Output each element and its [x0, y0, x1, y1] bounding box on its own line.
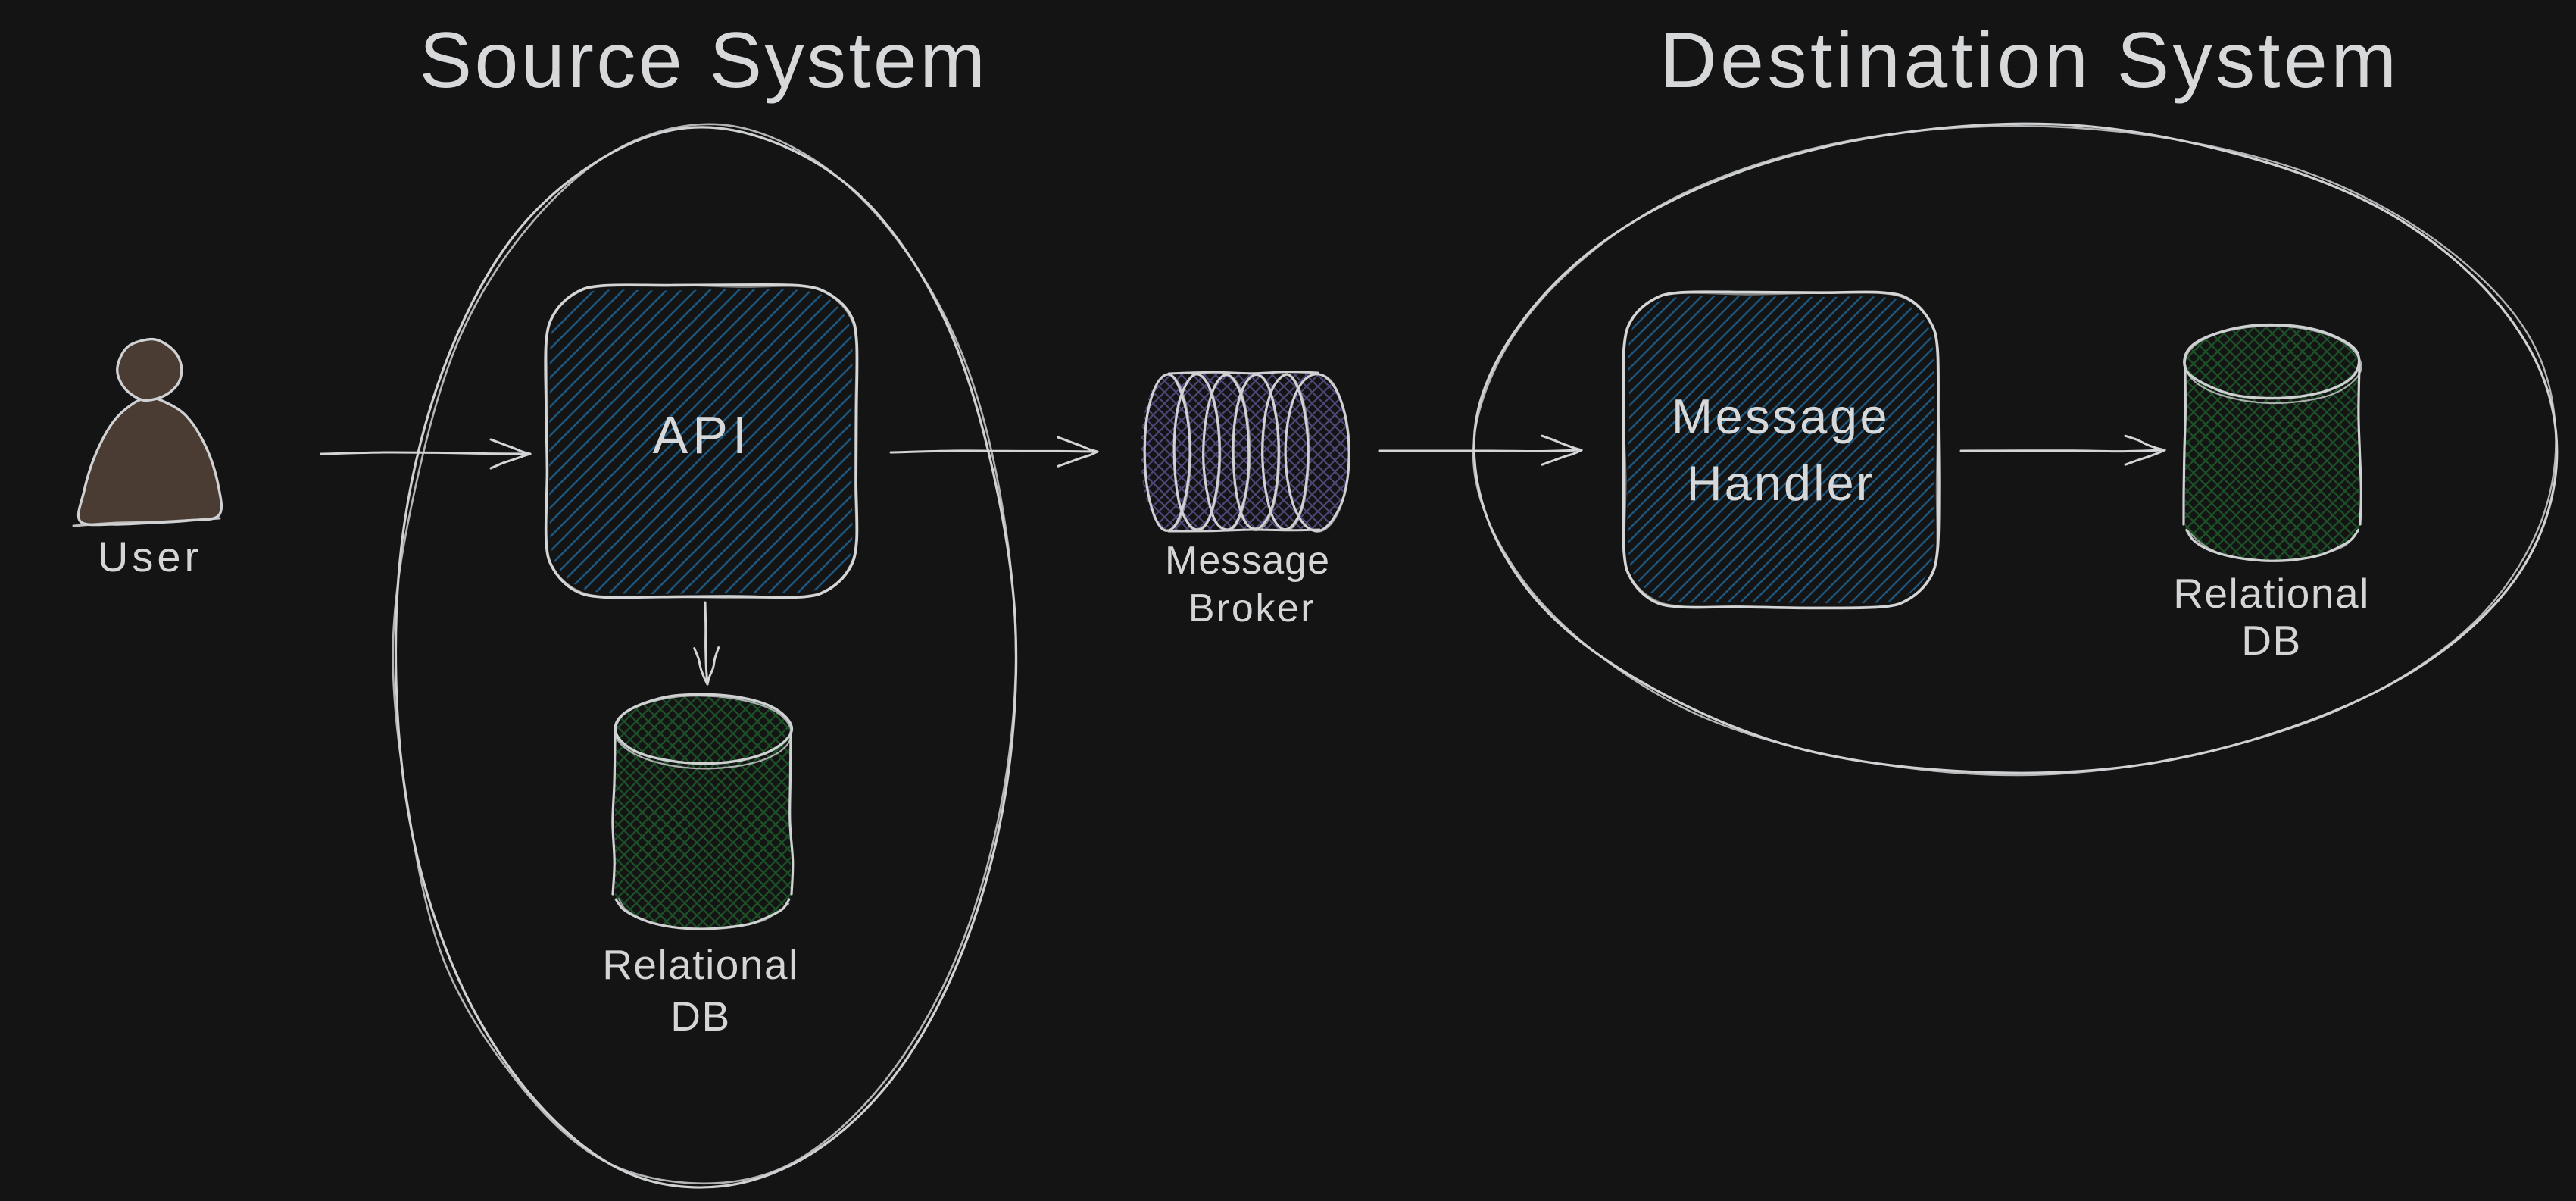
svg-text:User: User [98, 533, 202, 580]
svg-text:Message: Message [1165, 539, 1330, 583]
svg-text:Handler: Handler [1687, 455, 1875, 511]
svg-text:DB: DB [670, 993, 730, 1040]
svg-text:Relational: Relational [602, 941, 799, 988]
svg-text:Broker: Broker [1188, 586, 1316, 630]
svg-text:Source System: Source System [420, 17, 988, 105]
svg-text:DB: DB [2241, 617, 2301, 664]
svg-text:Destination System: Destination System [1660, 17, 2400, 105]
svg-text:Message: Message [1672, 389, 1890, 444]
svg-text:API: API [653, 405, 752, 464]
svg-text:Relational: Relational [2173, 570, 2370, 617]
